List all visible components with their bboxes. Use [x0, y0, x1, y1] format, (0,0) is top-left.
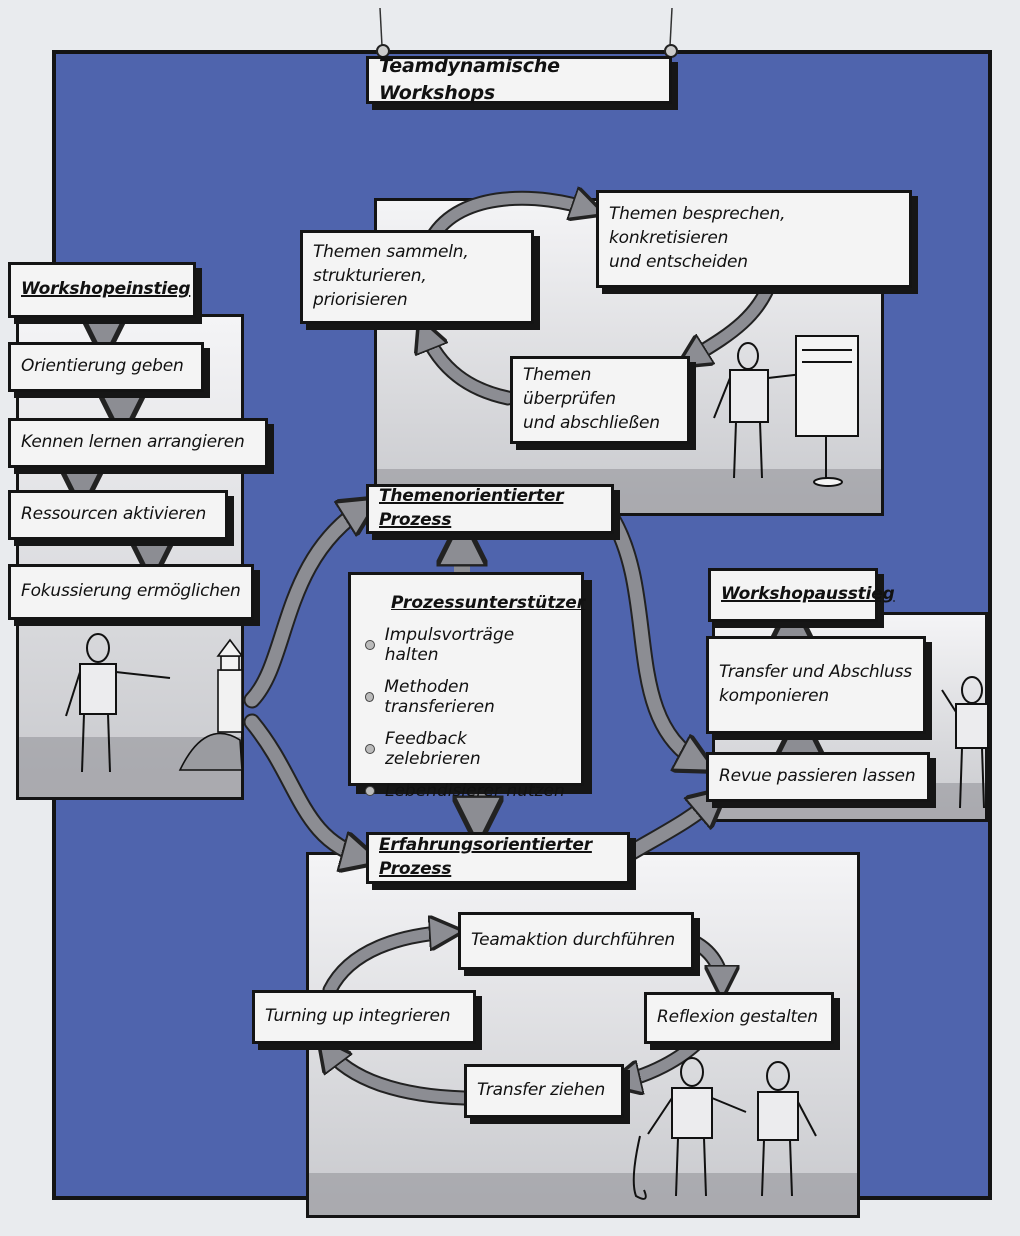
card-workshopausstieg-label: Workshopausstieg	[721, 584, 895, 605]
card-transfer-abschluss-line-2: komponieren	[719, 686, 829, 706]
list-item-label: Feedback zelebrieren	[384, 729, 481, 769]
list-item-label: Lebendisierer nutzen	[385, 781, 565, 801]
card-themenorientierter-prozess-label: Themenorientierter Prozess	[379, 486, 564, 530]
card-themen-sammeln-line-1: Themen sammeln,	[313, 242, 469, 263]
card-transfer-abschluss: Transfer und Abschluss komponieren	[706, 636, 926, 734]
card-reflexion: Reflexion gestalten	[644, 992, 834, 1044]
list-item: Lebendisierer nutzen	[365, 781, 567, 801]
list-item-label: Impulsvorträge halten	[384, 625, 515, 665]
card-transfer-abschluss-line-1: Transfer und Abschluss	[719, 662, 912, 683]
bullet-icon	[365, 692, 375, 702]
card-erfahrungsorientierter-prozess-label: Erfahrungsorientierter Prozess	[379, 835, 592, 879]
card-themenorientierter-prozess: Themenorientierter Prozess	[366, 484, 614, 534]
list-item: Feedback zelebrieren	[365, 729, 567, 769]
prozessunterstuetzer-heading: Prozessunterstützer	[391, 593, 586, 613]
card-einstieg-step-1: Orientierung geben	[8, 342, 204, 392]
card-einstieg-step-3: Ressourcen aktivieren	[8, 490, 228, 540]
bullet-icon	[365, 744, 375, 754]
card-prozessunterstuetzer: Prozessunterstützer Impulsvorträge halte…	[348, 572, 586, 801]
bullet-icon	[365, 786, 375, 796]
list-item: Impulsvorträge halten	[365, 625, 567, 665]
list-item-label: Methoden transferieren	[384, 677, 495, 717]
card-workshopeinstieg: Workshopeinstieg	[8, 262, 196, 318]
prozessunterstuetzer-list: Impulsvorträge halten Methoden transferi…	[365, 625, 567, 801]
stick-figure-einstieg	[65, 633, 171, 773]
card-einstieg-step-2: Kennen lernen arrangieren	[8, 418, 268, 468]
card-revue-passieren: Revue passieren lassen	[706, 752, 930, 802]
card-themen-sammeln: Themen sammeln, strukturieren, priorisie…	[300, 230, 534, 324]
card-transfer-ziehen: Transfer ziehen	[464, 1064, 624, 1118]
card-themen-besprechen-line-1: Themen besprechen, konkretisieren	[609, 204, 786, 249]
poster-title: Teamdynamische Workshops	[366, 55, 672, 104]
stick-figures-pair	[632, 1057, 817, 1200]
list-item: Methoden transferieren	[365, 677, 567, 717]
lighthouse-drawing	[178, 638, 244, 771]
stick-figure-flipchart	[713, 335, 859, 487]
card-einstieg-step-4: Fokussierung ermöglichen	[8, 564, 254, 620]
card-themen-sammeln-line-2: strukturieren, priorisieren	[313, 266, 427, 310]
card-turning-up: Turning up integrieren	[252, 990, 476, 1044]
card-workshopeinstieg-label: Workshopeinstieg	[21, 279, 191, 300]
card-themen-besprechen-line-2: und entscheiden	[609, 251, 748, 272]
card-teamaktion: Teamaktion durchführen	[458, 912, 694, 970]
card-workshopausstieg: Workshopausstieg	[708, 568, 895, 622]
bullet-icon	[365, 640, 375, 650]
stick-figure-ausstieg	[941, 676, 989, 809]
card-themen-ueberpruefen-line-1: Themen überprüfen	[523, 365, 616, 410]
card-themen-ueberpruefen: Themen überprüfen und abschließen	[510, 356, 690, 444]
card-themen-ueberpruefen-line-2: und abschließen	[523, 412, 660, 433]
card-themen-besprechen: Themen besprechen, konkretisieren und en…	[596, 190, 912, 288]
card-erfahrungsorientierter-prozess: Erfahrungsorientierter Prozess	[366, 832, 630, 884]
